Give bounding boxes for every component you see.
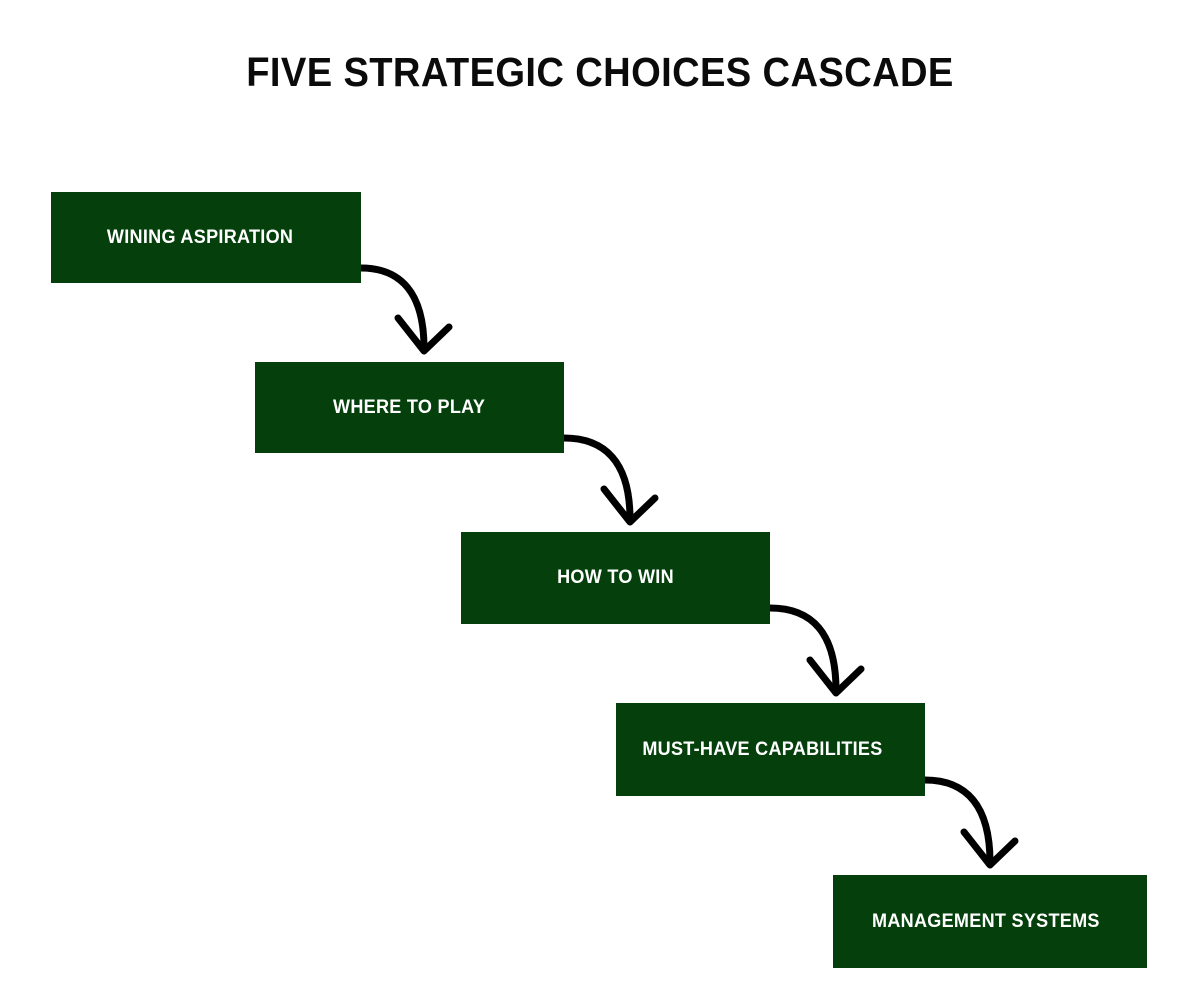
connector-arrow-1 bbox=[357, 264, 453, 355]
cascade-step-4[interactable]: MUST-HAVE CAPABILITIES bbox=[616, 703, 925, 796]
cascade-step-1[interactable]: WINING ASPIRATION bbox=[51, 192, 361, 283]
cascade-step-4-label: MUST-HAVE CAPABILITIES bbox=[642, 738, 883, 760]
connector-arrow-4 bbox=[921, 776, 1019, 869]
cascade-step-2-label: WHERE TO PLAY bbox=[333, 396, 486, 418]
cascade-step-3[interactable]: HOW TO WIN bbox=[461, 532, 770, 624]
cascade-step-1-label: WINING ASPIRATION bbox=[106, 226, 294, 248]
page-title: FIVE STRATEGIC CHOICES CASCADE bbox=[246, 49, 954, 95]
connector-arrow-2 bbox=[560, 434, 659, 526]
connector-arrow-3 bbox=[766, 604, 865, 697]
cascade-step-5[interactable]: MANAGEMENT SYSTEMS bbox=[833, 875, 1147, 968]
cascade-step-2[interactable]: WHERE TO PLAY bbox=[255, 362, 564, 453]
cascade-step-3-label: HOW TO WIN bbox=[557, 567, 674, 588]
cascade-step-5-label: MANAGEMENT SYSTEMS bbox=[872, 910, 1100, 932]
